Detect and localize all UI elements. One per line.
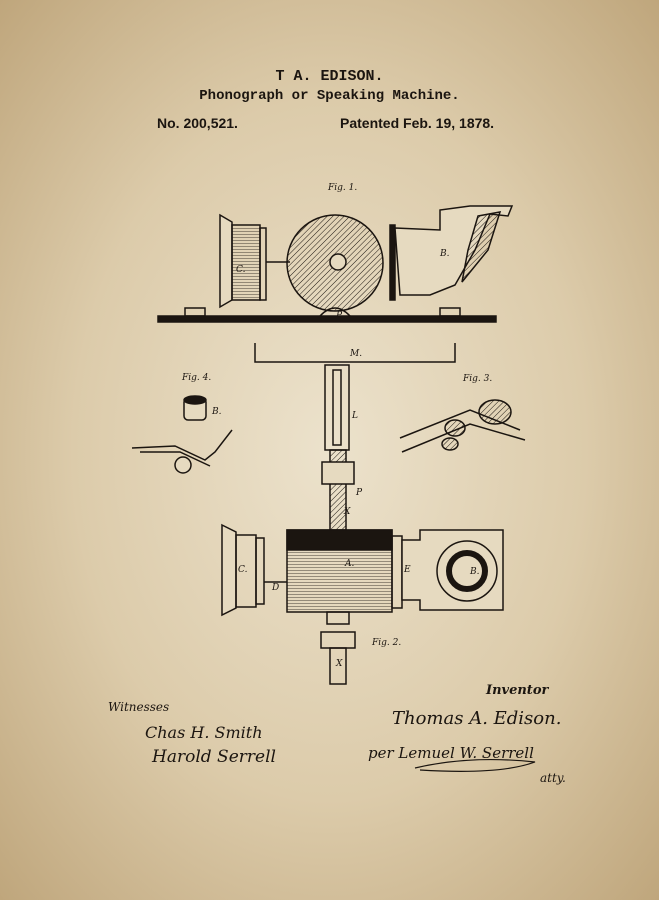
part-label: L bbox=[351, 411, 358, 421]
cylinder-axle bbox=[329, 253, 347, 271]
witness-2-signature: Harold Serrell bbox=[151, 747, 276, 767]
part-label: P bbox=[355, 488, 363, 498]
inventor-name-heading: T A. EDISON. bbox=[275, 68, 384, 85]
mouthpiece-c bbox=[219, 213, 233, 309]
witness-1-signature: Chas H. Smith bbox=[145, 723, 263, 742]
part-label: M. bbox=[349, 349, 362, 359]
part-label: B. bbox=[439, 249, 450, 259]
part-label: B. bbox=[211, 407, 222, 417]
figure-2: C. A. B. D E X Fig. 2. bbox=[221, 523, 504, 685]
frame-and-shaft: M. L P X bbox=[254, 343, 456, 531]
inventor-signature: Thomas A. Edison. bbox=[392, 708, 561, 729]
part-label: B. bbox=[469, 567, 480, 577]
fig1-label: Fig. 1. bbox=[327, 183, 357, 193]
part-label: A. bbox=[344, 559, 354, 569]
part-label: Fig. 4. bbox=[181, 373, 211, 383]
figure-4: Fig. 4. B. bbox=[131, 373, 233, 474]
part-label: X bbox=[335, 659, 343, 669]
part-label: X bbox=[343, 507, 351, 517]
part-label: C. bbox=[236, 265, 246, 275]
figure-3: Fig. 3. bbox=[399, 374, 526, 453]
part-label: D bbox=[271, 583, 279, 593]
patent-number: No. 200,521. bbox=[157, 115, 238, 131]
part-label: E bbox=[403, 565, 411, 575]
attorney-signature: per Lemuel W. Serrell bbox=[368, 744, 534, 762]
part-label: Fig. 2. bbox=[371, 638, 401, 648]
part-label: Fig. 3. bbox=[462, 374, 492, 384]
patent-title: Phonograph or Speaking Machine. bbox=[199, 88, 460, 104]
signatures: Witnesses Chas H. Smith Harold Serrell I… bbox=[108, 683, 566, 785]
patent-date: Patented Feb. 19, 1878. bbox=[340, 115, 495, 131]
witnesses-label: Witnesses bbox=[108, 700, 169, 714]
signature-flourish bbox=[414, 758, 536, 772]
inventor-label: Inventor bbox=[485, 683, 549, 698]
attorney-suffix: atty. bbox=[540, 771, 566, 785]
part-label: P bbox=[335, 311, 343, 321]
base-plate bbox=[157, 315, 497, 323]
figure-1: Fig. 1. C. B. P bbox=[157, 183, 514, 323]
part-label: C. bbox=[238, 565, 248, 575]
